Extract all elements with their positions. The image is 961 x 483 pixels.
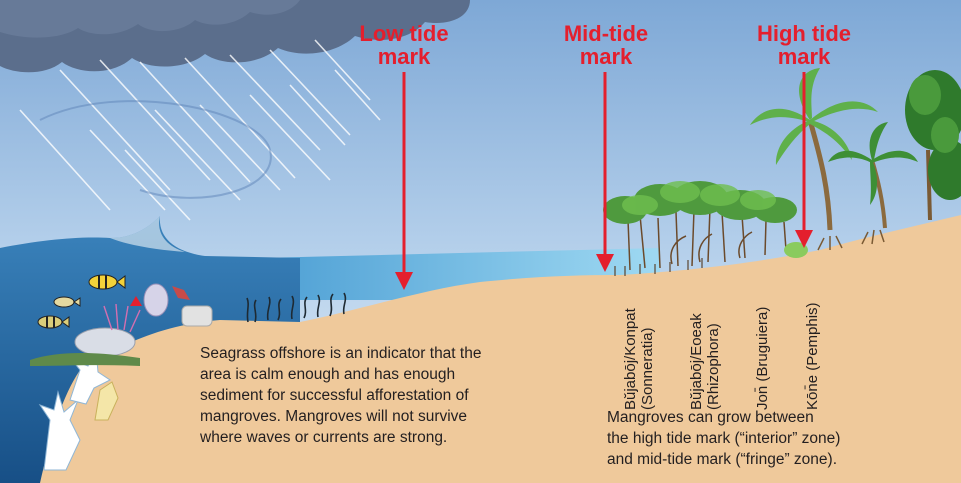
low-tide-label: Low tide mark bbox=[359, 21, 449, 69]
seagrass-note: Seagrass offshore is an indicator that t… bbox=[200, 345, 482, 446]
species-label-bruguiera: Jon̄ (Bruguiera) bbox=[754, 306, 771, 410]
mangrove-zone-note: Mangroves can grow between the high tide… bbox=[607, 409, 841, 468]
mid-tide-label: Mid-tide mark bbox=[563, 21, 649, 69]
species-label-sonneratia: Bŭjabōj/Konpat (Sonneratia) bbox=[622, 308, 656, 410]
seagrass bbox=[246, 292, 347, 323]
coral-reef bbox=[30, 283, 213, 471]
species-label-rhizophora: Bŭjabōj/Eoeak (Rhizophora) bbox=[688, 313, 722, 410]
species-label-pemphis: Kōn̄e (Pemphis) bbox=[804, 302, 821, 410]
tide-arrows bbox=[395, 72, 813, 290]
rain-streaks bbox=[19, 39, 381, 221]
mangrove-stand bbox=[603, 181, 808, 276]
high-tide-label: High tide mark bbox=[756, 21, 852, 69]
sand-shore bbox=[40, 215, 961, 483]
palm-trees bbox=[750, 68, 961, 251]
low-tide-arrow-head bbox=[395, 272, 413, 290]
mid-tide-arrow-head bbox=[596, 254, 614, 272]
reef-fish bbox=[37, 274, 126, 329]
high-tide-arrow-head bbox=[795, 230, 813, 248]
